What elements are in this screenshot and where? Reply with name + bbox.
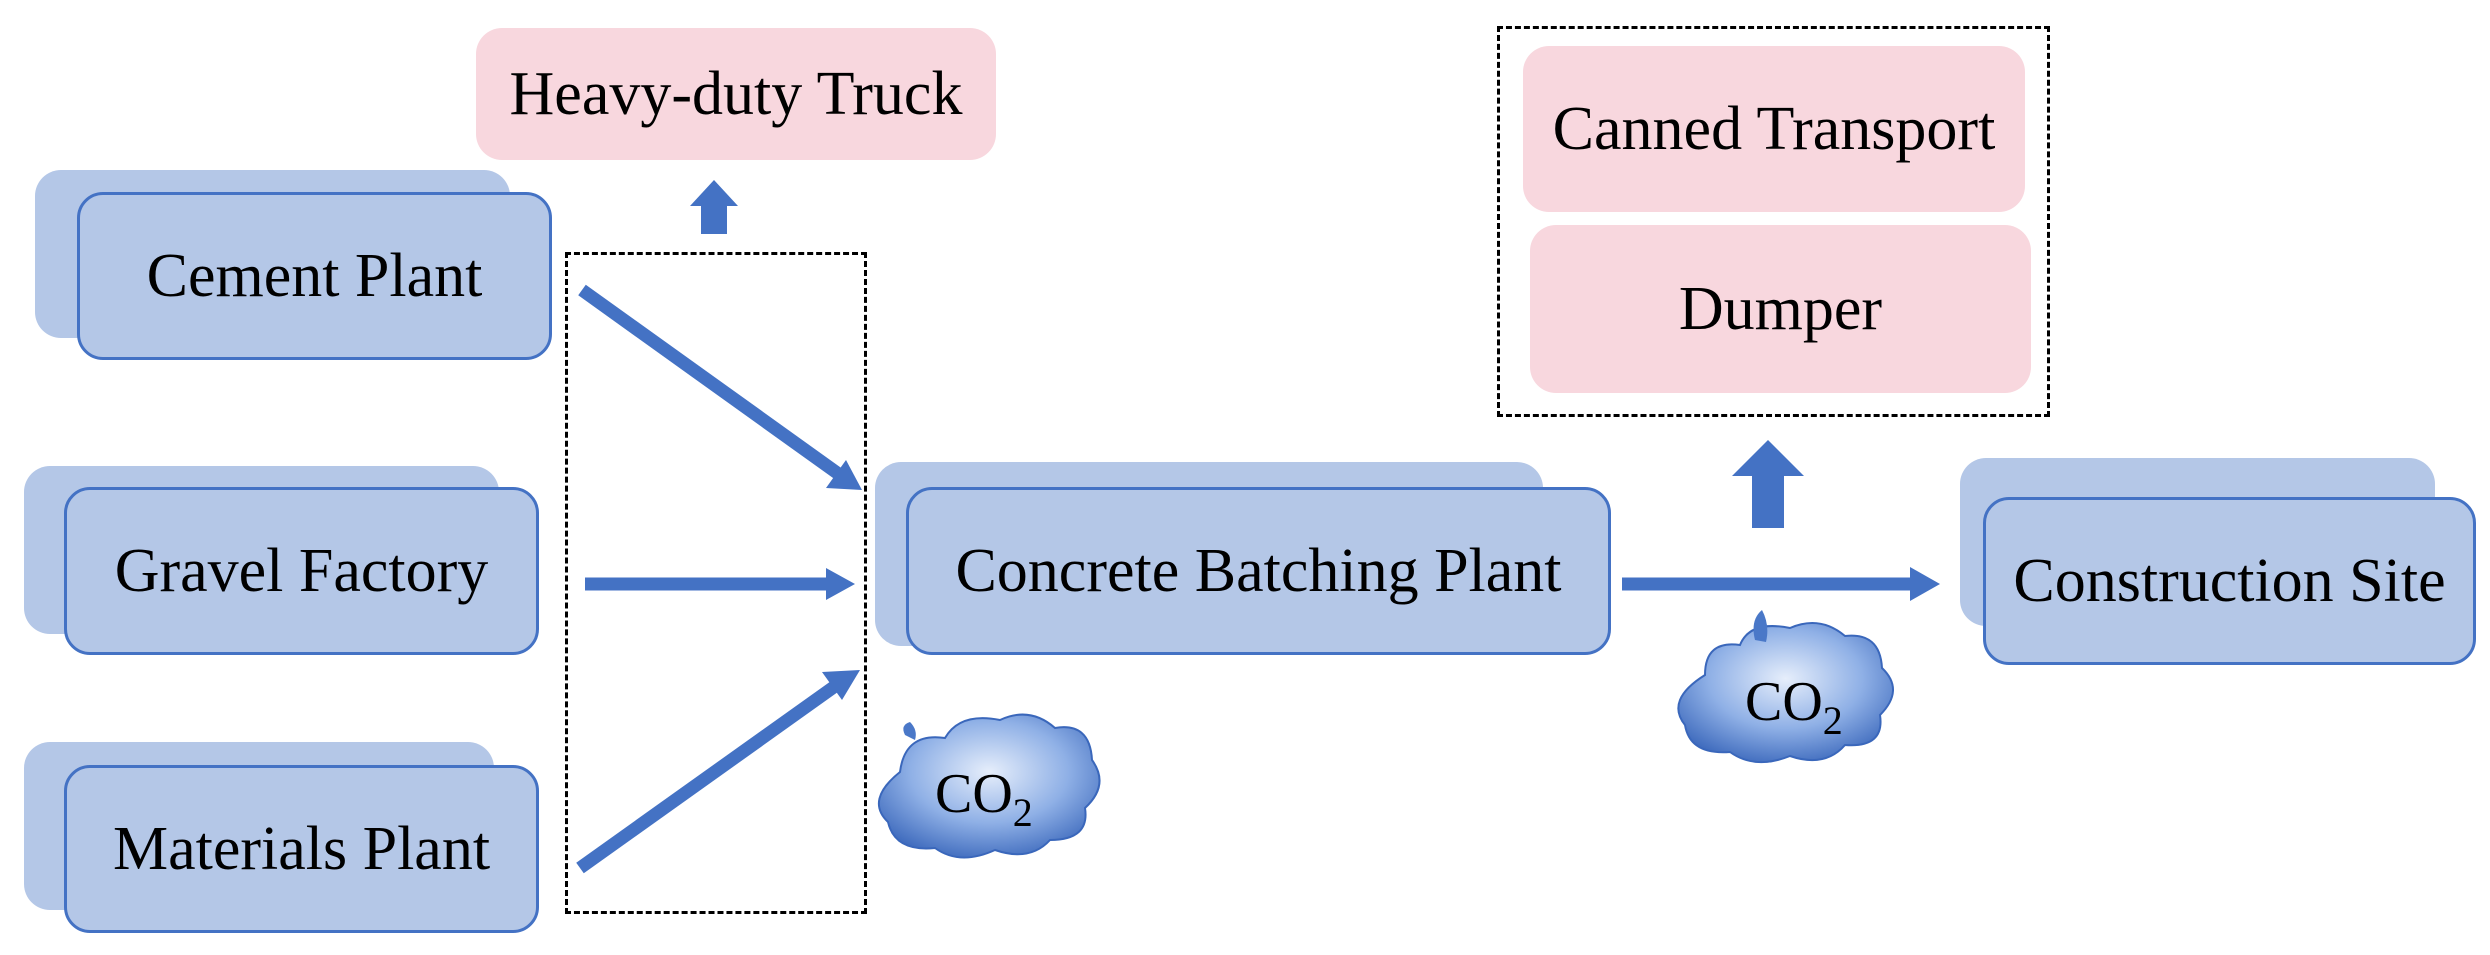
construction-site-label: Construction Site xyxy=(2013,546,2446,615)
materials-plant-node: Materials Plant xyxy=(64,765,539,933)
co2-cloud-icon-right: CO2 xyxy=(1677,610,1894,764)
co2-label-right: CO2 xyxy=(1745,671,1843,743)
heavy-duty-truck-box: Heavy-duty Truck xyxy=(476,28,996,160)
batching-plant-label: Concrete Batching Plant xyxy=(955,536,1562,605)
arrow-gravel-to-batching xyxy=(585,568,855,600)
cement-plant-label: Cement Plant xyxy=(146,241,483,310)
heavy-duty-truck-label: Heavy-duty Truck xyxy=(509,59,963,128)
co2-cloud-icon-left: CO2 xyxy=(878,713,1101,859)
dumper-box: Dumper xyxy=(1530,225,2031,393)
arrow-cement-to-batching xyxy=(578,284,862,490)
gravel-factory-label: Gravel Factory xyxy=(114,536,489,605)
transport-group-frame-left xyxy=(565,252,867,914)
vehicle-group-frame-right xyxy=(1497,26,2050,417)
canned-transport-label: Canned Transport xyxy=(1552,94,1996,163)
co2-label-left: CO2 xyxy=(935,763,1033,835)
arrow-up-heavy-truck xyxy=(690,180,738,234)
construction-site-node: Construction Site xyxy=(1983,497,2476,665)
canned-transport-box: Canned Transport xyxy=(1523,46,2025,212)
cement-plant-node: Cement Plant xyxy=(77,192,552,360)
dumper-label: Dumper xyxy=(1678,274,1883,343)
arrow-materials-to-batching xyxy=(576,670,860,874)
arrow-batching-to-site xyxy=(1622,567,1940,601)
materials-plant-label: Materials Plant xyxy=(112,814,491,883)
gravel-factory-node: Gravel Factory xyxy=(64,487,539,655)
arrow-up-vehicles-right xyxy=(1732,440,1804,528)
batching-plant-node: Concrete Batching Plant xyxy=(906,487,1611,655)
